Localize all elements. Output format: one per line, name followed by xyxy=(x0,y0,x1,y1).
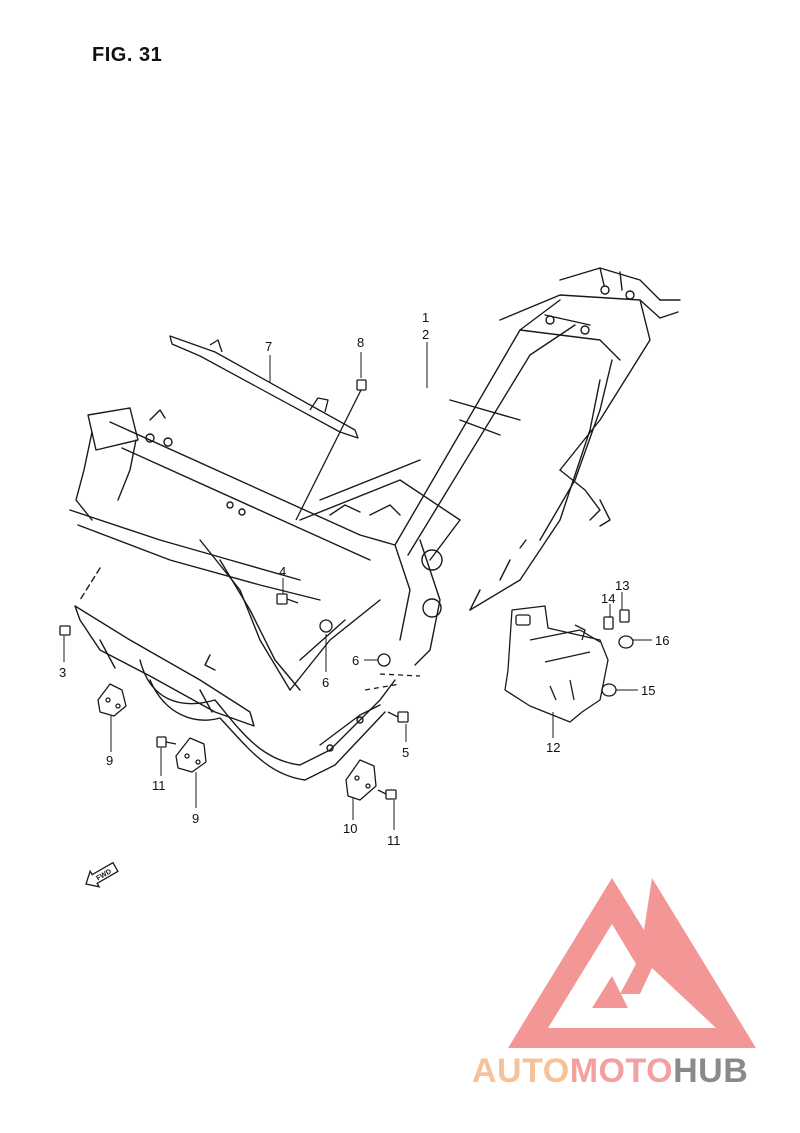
callout-10: 10 xyxy=(343,821,357,836)
leader-lines xyxy=(63,342,652,830)
callout-5: 5 xyxy=(402,745,409,760)
callout-15: 15 xyxy=(641,683,655,698)
lower-cradle xyxy=(139,659,396,781)
callout-12: 12 xyxy=(546,740,560,755)
hardware xyxy=(59,593,421,801)
callout-7: 7 xyxy=(265,339,272,354)
main-frame xyxy=(69,267,681,691)
callout-3: 3 xyxy=(59,665,66,680)
callout-4: 4 xyxy=(279,564,286,579)
callout-9a: 9 xyxy=(106,753,113,768)
left-side-panel xyxy=(74,567,255,727)
watermark-text: AUTOMOTOHUB xyxy=(472,1052,749,1090)
callout-2: 2 xyxy=(422,327,429,342)
callout-14: 14 xyxy=(601,591,615,606)
part-7-stay xyxy=(169,335,359,439)
callout-13: 13 xyxy=(615,578,629,593)
callout-11a: 11 xyxy=(152,778,166,793)
callout-6a: 6 xyxy=(322,675,329,690)
callout-labels: 1 2 3 4 5 6 6 7 8 9 9 10 11 11 12 13 14 … xyxy=(59,310,669,848)
fwd-label: FWD xyxy=(95,868,112,882)
callout-6b: 6 xyxy=(352,653,359,668)
part-12-box xyxy=(504,605,609,723)
part-8-bolt xyxy=(295,379,367,521)
watermark-logo-icon xyxy=(508,878,756,1048)
callout-1: 1 xyxy=(422,310,429,325)
forward-arrow-icon: FWD xyxy=(85,861,119,888)
callout-9b: 9 xyxy=(192,811,199,826)
callout-11b: 11 xyxy=(387,833,401,848)
box-hardware xyxy=(601,609,634,697)
callout-16: 16 xyxy=(655,633,669,648)
callout-8: 8 xyxy=(357,335,364,350)
figure-title: FIG. 31 xyxy=(92,44,163,66)
